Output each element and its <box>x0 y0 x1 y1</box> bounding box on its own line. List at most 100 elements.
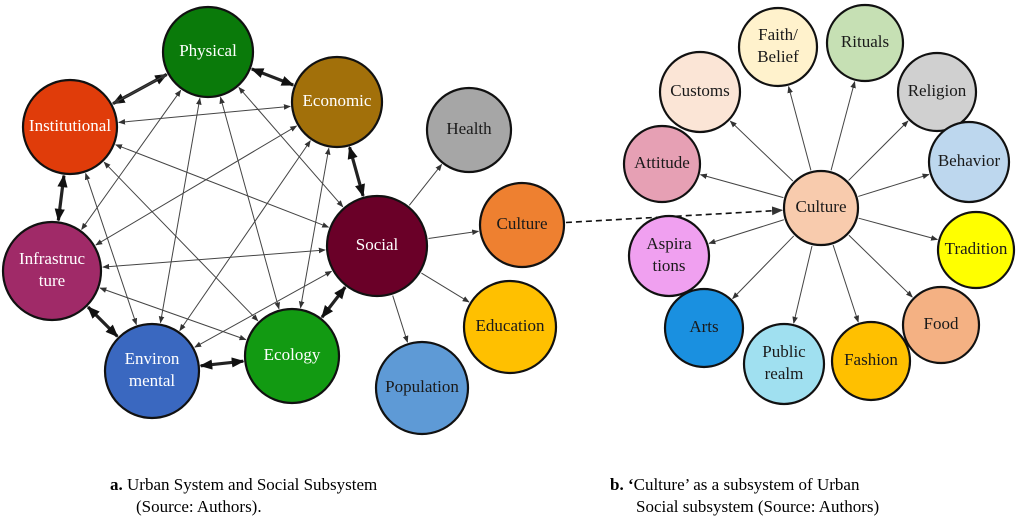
node-label-environmental: mental <box>129 371 176 390</box>
edge-economic-institutional <box>118 104 291 125</box>
edge-physical-ecology <box>219 96 280 310</box>
node-circle-behavior <box>927 120 1011 204</box>
node-label-health: Health <box>446 119 492 138</box>
node-tradition: Tradition <box>936 210 1016 290</box>
node-label-behavior: Behavior <box>938 151 1001 170</box>
node-label-social: Social <box>356 235 399 254</box>
node-circle-religion <box>896 51 978 133</box>
edge-economic-environmental <box>179 140 311 332</box>
node-label-economic: Economic <box>303 91 372 110</box>
node-circle-infrastructure <box>1 220 103 322</box>
edge-culture-center-tradition <box>858 217 939 241</box>
edge-culture-center-attitude <box>699 173 784 199</box>
node-circle-customs <box>658 50 742 134</box>
node-label-population: Population <box>385 377 459 396</box>
node-circle-fashion <box>830 320 912 402</box>
node-religion: Religion <box>896 51 978 133</box>
node-behavior: Behavior <box>927 120 1011 204</box>
node-fashion: Fashion <box>830 320 912 402</box>
node-circle-attitude <box>622 124 702 204</box>
edge-economic-ecology <box>298 147 331 309</box>
edge-culture-center-aspirations <box>708 219 784 245</box>
node-circle-tradition <box>936 210 1016 290</box>
edge-social-health <box>408 163 443 206</box>
edge-culture-center-public-realm <box>792 245 813 324</box>
node-label-food: Food <box>924 314 959 333</box>
caption-a-line2: (Source: Authors). <box>136 497 262 516</box>
node-label-ecology: Ecology <box>264 345 321 364</box>
node-circle-population <box>374 340 470 436</box>
edge-culture-center-religion <box>848 120 909 181</box>
caption-b-prefix: b. ‘ <box>610 475 634 494</box>
edge-culture-center-food <box>848 234 913 298</box>
edge-ecology-environmental <box>199 357 245 370</box>
node-label-rituals: Rituals <box>841 32 889 51</box>
node-circle-food <box>901 285 981 365</box>
node-layer: PhysicalEconomicInstitutionalInfrastruct… <box>1 3 1016 436</box>
caption-a-prefix: a. <box>110 475 123 494</box>
node-label-faith: Belief <box>757 47 799 66</box>
edge-social-population <box>392 295 409 343</box>
node-label-education: Education <box>476 316 545 335</box>
node-label-culture: Culture <box>497 214 548 233</box>
caption-a: a. Urban System and Social Subsystem (So… <box>110 474 377 518</box>
node-circle-ecology <box>243 307 341 405</box>
node-label-tradition: Tradition <box>945 239 1008 258</box>
node-label-environmental: Environ <box>125 349 180 368</box>
caption-b-line1: Culture’ as a subsystem of Urban <box>633 475 860 494</box>
node-faith: Faith/Belief <box>737 6 819 88</box>
node-label-public-realm: realm <box>765 364 804 383</box>
node-label-religion: Religion <box>908 81 967 100</box>
edge-layer <box>54 67 939 370</box>
node-label-institutional: Institutional <box>29 116 111 135</box>
node-circle-physical <box>161 5 255 99</box>
node-circle-social <box>325 194 429 298</box>
node-label-physical: Physical <box>179 41 237 60</box>
edge-culture-center-behavior <box>858 173 930 197</box>
edge-culture-center-faith <box>787 85 812 171</box>
node-label-aspirations: Aspira <box>646 234 692 253</box>
caption-b-line2: Social subsystem (Source: Authors) <box>636 497 880 516</box>
node-label-customs: Customs <box>670 81 730 100</box>
node-label-arts: Arts <box>689 317 718 336</box>
node-label-fashion: Fashion <box>844 350 898 369</box>
edge-physical-economic <box>250 67 295 87</box>
edge-economic-social <box>347 146 365 198</box>
node-circle-public-realm <box>742 322 826 406</box>
edge-culture-center-rituals <box>830 80 856 171</box>
node-circle-economic <box>290 55 384 149</box>
edge-culture-center-arts <box>732 235 795 300</box>
node-label-public-realm: Public <box>762 342 806 361</box>
node-circle-arts <box>663 287 745 369</box>
node-culture-center: Culture <box>782 169 860 247</box>
node-physical: Physical <box>161 5 255 99</box>
caption-a-line1: Urban System and Social Subsystem <box>122 475 378 494</box>
node-food: Food <box>901 285 981 365</box>
edge-social-ecology <box>320 286 347 319</box>
node-environmental: Environ mental <box>103 322 201 420</box>
edge-institutional-social <box>115 144 330 228</box>
node-culture: Culture <box>478 181 566 269</box>
edge-economic-infrastructure <box>95 125 298 246</box>
node-circle-faith <box>737 6 819 88</box>
node-label-infrastructure: Infrastruc <box>19 249 86 268</box>
node-attitude: Attitude <box>622 124 702 204</box>
caption-b: b. ‘Culture’ as a subsystem of Urban Soc… <box>610 474 879 518</box>
node-circle-institutional <box>21 78 119 176</box>
node-label-faith: Faith/ <box>758 25 798 44</box>
edge-social-education <box>421 272 470 303</box>
node-label-culture-center: Culture <box>796 197 847 216</box>
node-education: Education <box>462 279 558 375</box>
edge-social-culture <box>428 229 480 240</box>
node-health: Health <box>425 86 513 174</box>
node-label-attitude: Attitude <box>634 153 690 172</box>
edge-environmental-infrastructure <box>86 305 119 338</box>
node-arts: Arts <box>663 287 745 369</box>
edge-infrastructure-social <box>102 247 326 270</box>
node-social: Social <box>325 194 429 298</box>
node-economic: Economic <box>290 55 384 149</box>
edge-culture-center-fashion <box>832 244 859 323</box>
node-rituals: Rituals <box>825 3 905 83</box>
